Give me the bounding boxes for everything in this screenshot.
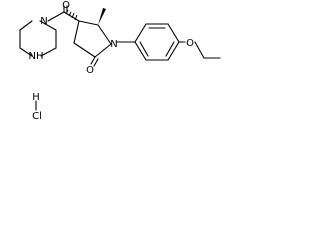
bond-c5-n1 bbox=[94, 43, 112, 58]
bond-ph-3 bbox=[167, 23, 180, 43]
bond-pip-6 bbox=[19, 20, 33, 31]
bond-n-carbonyl bbox=[47, 11, 65, 22]
hashed-wedge-bond bbox=[65, 9, 78, 21]
atom-label-carbonyl-o: O bbox=[62, 0, 70, 11]
atom-label-lactam-o: O bbox=[86, 65, 94, 76]
bond-pip-1 bbox=[39, 20, 57, 31]
bond-lactam-o-a bbox=[90, 56, 96, 65]
bond-ph-6 bbox=[134, 41, 147, 61]
atom-label-chlorine: Cl bbox=[32, 111, 42, 121]
atom-label-pyrrolidine-n: N bbox=[110, 39, 117, 50]
bond-c3-c4 bbox=[73, 20, 80, 44]
bond-ph-inner-2 bbox=[165, 41, 175, 57]
bond-n1-c2 bbox=[97, 24, 112, 45]
bond-pip-3 bbox=[40, 47, 57, 57]
bond-ph-4 bbox=[167, 41, 180, 61]
molecule-canvas: N NH O N O O H Cl bbox=[0, 0, 224, 122]
chemical-structure-diagram: N NH O N O O H Cl bbox=[19, 0, 221, 122]
bond-pip-4 bbox=[19, 47, 33, 57]
atom-label-piperazine-nh: NH bbox=[29, 51, 44, 62]
bond-ph-1 bbox=[134, 23, 147, 43]
atom-label-piperazine-n1: N bbox=[40, 16, 47, 27]
atom-label-ether-o: O bbox=[186, 38, 194, 49]
bond-ph-inner-3 bbox=[139, 41, 149, 57]
bond-c4-c5 bbox=[73, 42, 96, 58]
bond-o-ch2 bbox=[194, 41, 205, 59]
atom-label-hydrogen: H bbox=[32, 92, 40, 103]
bond-c2-c3 bbox=[78, 20, 99, 26]
bond-lactam-o-b bbox=[93, 58, 99, 67]
wedge-bond-methyl bbox=[98, 8, 106, 25]
